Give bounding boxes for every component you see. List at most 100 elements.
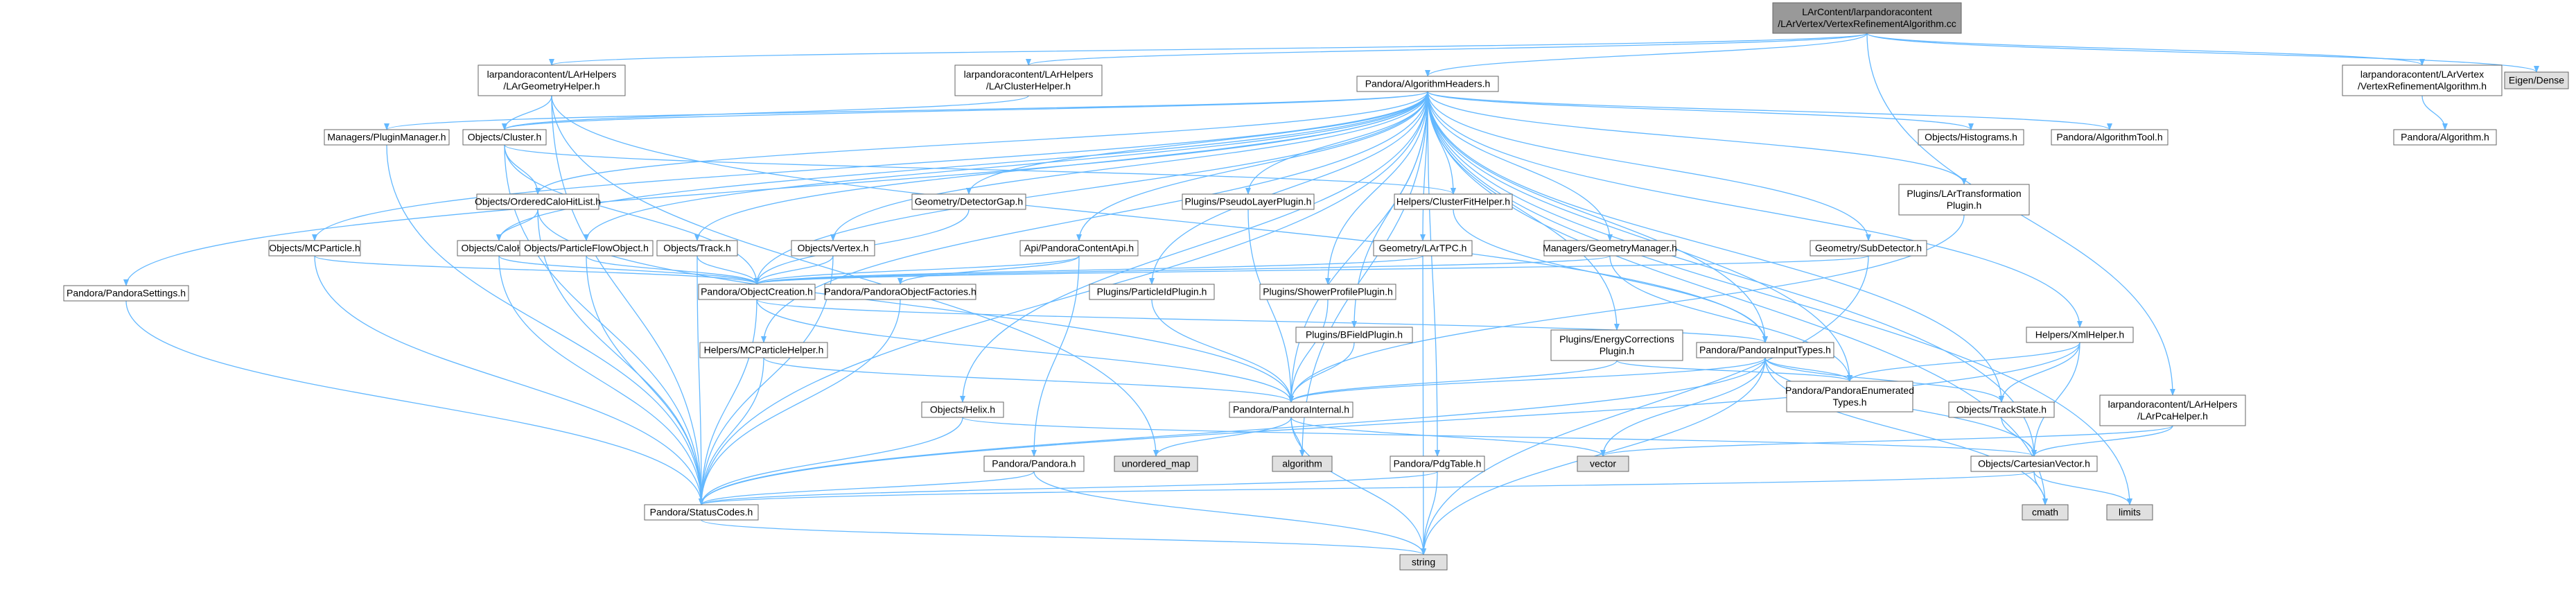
node-plugins-pseudolayerplugin-h[interactable]: Plugins/PseudoLayerPlugin.h [1182, 193, 1315, 210]
edge-inputtypes-to-trackstate [1764, 357, 2004, 403]
node-label: Plugin.h [1947, 200, 1982, 211]
node-larpandoracontent-larhelpers-largeometryhelper-h[interactable]: larpandoracontent/LArHelpers/LArGeometry… [477, 64, 626, 96]
edge-algheaders-to-cmath [1427, 91, 2048, 505]
node-pandora-statuscodes-h[interactable]: Pandora/StatusCodes.h [644, 504, 759, 521]
node-label: /LArVertex/VertexRefinementAlgorithm.cc [1778, 18, 1956, 29]
node-algorithm: algorithm [1272, 455, 1333, 472]
node-box [1373, 240, 1473, 257]
node-box [1918, 129, 2024, 146]
node-pandora-pandoraobjectfactories-h[interactable]: Pandora/PandoraObjectFactories.h [824, 284, 976, 300]
node-managers-geometrymanager-h[interactable]: Managers/GeometryManager.h [1543, 240, 1677, 257]
node-objects-cluster-h[interactable]: Objects/Cluster.h [462, 129, 547, 146]
edge-pcahelper-to-cartesian [2031, 425, 2173, 457]
node-pandora-algorithmtool-h[interactable]: Pandora/AlgorithmTool.h [2051, 129, 2168, 146]
edge-showerprofile-to-internal [1288, 299, 1329, 403]
node-helpers-mcparticlehelper-h[interactable]: Helpers/MCParticleHelper.h [699, 342, 828, 358]
node-pandora-pandorainputtypes-h[interactable]: Pandora/PandoraInputTypes.h [1696, 342, 1834, 358]
node-box [1696, 342, 1834, 358]
edge-xmlhelper-to-enumtypes [1847, 342, 2080, 382]
node-plugins-particleidplugin-h[interactable]: Plugins/ParticleIdPlugin.h [1089, 284, 1215, 300]
node-label: LArContent/larpandoracontent [1802, 6, 1932, 17]
node-objects-orderedcalohitlist-h[interactable]: Objects/OrderedCaloHitList.h [475, 193, 601, 210]
edge-cluster-to-orderedcalo [504, 144, 541, 195]
edge-vtxrefh-to-algorithm [2421, 95, 2448, 130]
node-label: Helpers/MCParticleHelper.h [704, 345, 824, 356]
edge-pandorah-to-statuscodes [699, 471, 1035, 505]
node-label: Objects/Track.h [663, 243, 731, 254]
edge-orderedcalo-to-calohit [496, 209, 538, 241]
node-helpers-clusterfithelper-h[interactable]: Helpers/ClusterFitHelper.h [1394, 193, 1513, 210]
edge-objcreation-to-internal [756, 299, 1294, 403]
node-box [2051, 129, 2168, 146]
node-geometry-lartpc-h[interactable]: Geometry/LArTPC.h [1373, 240, 1473, 257]
edge-internal-to-string [1290, 417, 1426, 555]
node-label: Geometry/SubDetector.h [1815, 243, 1922, 254]
node-box [476, 193, 599, 210]
edge-pluginmgr-to-statuscodes [386, 144, 704, 505]
node-eigen-dense: Eigen/Dense [2504, 71, 2569, 89]
node-larpandoracontent-larhelpers-larclusterhelper-h[interactable]: larpandoracontent/LArHelpers/LArClusterH… [954, 64, 1103, 96]
node-plugins-bfieldplugin-h[interactable]: Plugins/BFieldPlugin.h [1295, 327, 1413, 343]
node-label: Helpers/ClusterFitHelper.h [1396, 196, 1510, 207]
node-objects-cartesianvector-h[interactable]: Objects/CartesianVector.h [1970, 455, 2098, 472]
node-box [1948, 401, 2055, 418]
node-pandora-algorithm-h[interactable]: Pandora/Algorithm.h [2393, 129, 2497, 146]
node-label: /VertexRefinementAlgorithm.h [2358, 80, 2487, 92]
edge-lartpc-to-objcreation [754, 255, 1423, 285]
node-label: Objects/Vertex.h [798, 243, 869, 254]
edge-algheaders-to-cluster [502, 91, 1428, 130]
edge-clusterfit-to-inputtypes [1453, 209, 1768, 343]
node-objects-helix-h[interactable]: Objects/Helix.h [921, 401, 1004, 418]
node-box [1898, 184, 2030, 216]
node-pandora-pandorainternal-h[interactable]: Pandora/PandoraInternal.h [1229, 401, 1353, 418]
edge-xmlhelper-to-cartesian [2031, 342, 2080, 457]
node-objects-vertex-h[interactable]: Objects/Vertex.h [791, 240, 875, 257]
edge-contentapi-to-pandorah [1031, 255, 1080, 457]
node-geometry-detectorgap-h[interactable]: Geometry/DetectorGap.h [911, 193, 1026, 210]
node-label: Objects/MCParticle.h [269, 243, 360, 254]
node-box [911, 193, 1026, 210]
node-box [2022, 504, 2069, 521]
node-label: Geometry/LArTPC.h [1379, 243, 1467, 254]
node-label: unordered_map [1122, 458, 1191, 469]
node-box [2393, 129, 2497, 146]
node-objects-particleflowobject-h[interactable]: Objects/ParticleFlowObject.h [519, 240, 654, 257]
edge-pcahelper-to-vector [1600, 425, 2173, 457]
edge-vertex-to-statuscodes [699, 255, 834, 505]
edge-algheaders-to-inputtypes [1427, 91, 1768, 343]
node-objects-track-h[interactable]: Objects/Track.h [656, 240, 738, 257]
node-geometry-subdetector-h[interactable]: Geometry/SubDetector.h [1810, 240, 1927, 257]
node-label: Objects/Helix.h [930, 404, 995, 415]
node-box [1356, 76, 1499, 92]
node-helpers-xmlhelper-h[interactable]: Helpers/XmlHelper.h [2026, 327, 2134, 343]
edge-clusterhelper-to-cluster [502, 95, 1029, 130]
edge-algheaders-to-cartesian [1427, 91, 2037, 457]
edge-algheaders-to-vertex [830, 91, 1428, 241]
edge-objcreation-to-inputtypes [756, 299, 1768, 343]
node-pandora-pandora-h[interactable]: Pandora/Pandora.h [983, 455, 1085, 472]
edge-internal-to-algstd [1290, 417, 1305, 457]
node-larpandoracontent-larvertex-vertexrefinementalgorithm-h[interactable]: larpandoracontent/LArVertex/VertexRefine… [2342, 64, 2503, 96]
edge-algheaders-to-pdgtable [1427, 91, 1440, 457]
node-pandora-pandorasettings-h[interactable]: Pandora/PandoraSettings.h [63, 285, 189, 302]
node-api-pandoracontentapi-h[interactable]: Api/PandoraContentApi.h [1019, 240, 1139, 257]
node-managers-pluginmanager-h[interactable]: Managers/PluginManager.h [324, 129, 450, 146]
node-objects-mcparticle-h[interactable]: Objects/MCParticle.h [268, 240, 361, 257]
node-box [1786, 381, 1913, 413]
node-pandora-pdgtable-h[interactable]: Pandora/PdgTable.h [1390, 455, 1485, 472]
node-objects-trackstate-h[interactable]: Objects/TrackState.h [1948, 401, 2055, 418]
node-objects-histograms-h[interactable]: Objects/Histograms.h [1918, 129, 2024, 146]
edge-mcparticle-to-objcreation [314, 255, 760, 285]
node-vector: vector [1577, 455, 1629, 472]
node-pandora-objectcreation-h[interactable]: Pandora/ObjectCreation.h [698, 284, 816, 300]
node-larpandoracontent-larhelpers-larpcahelper-h[interactable]: larpandoracontent/LArHelpers/LArPcaHelpe… [2099, 394, 2246, 426]
node-label: algorithm [1282, 458, 1322, 469]
edge-mcphelper-to-internal [763, 357, 1294, 403]
edge-cartesian-to-statuscodes [699, 471, 2035, 505]
node-box [324, 129, 450, 146]
node-plugins-showerprofileplugin-h[interactable]: Plugins/ShowerProfilePlugin.h [1259, 284, 1396, 300]
node-pandora-algorithmheaders-h[interactable]: Pandora/AlgorithmHeaders.h [1356, 76, 1499, 92]
